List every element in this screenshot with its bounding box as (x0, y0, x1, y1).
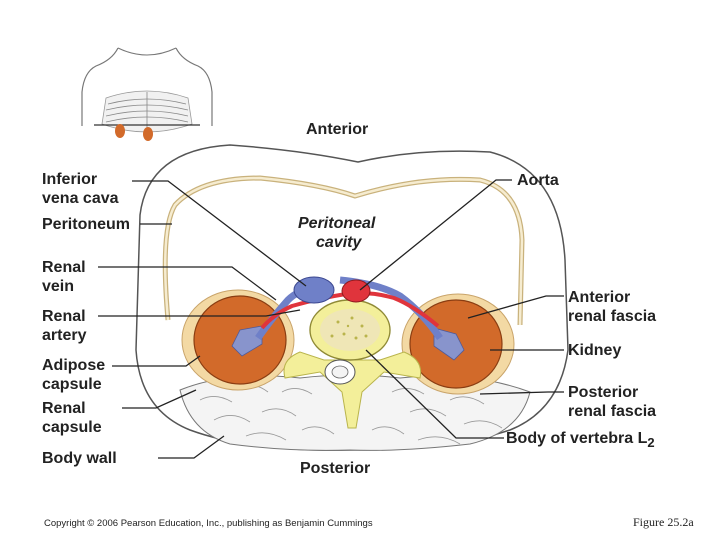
label-renal-vein-line2: vein (42, 278, 74, 295)
right-kidney-thumb (143, 127, 153, 141)
label-renal-capsule-line2: capsule (42, 419, 102, 436)
label-renal-capsule-line1: Renal (42, 400, 86, 417)
inferior-vena-cava (293, 276, 335, 304)
label-kidney: Kidney (568, 342, 621, 359)
copyright-notice: Copyright © 2006 Pearson Education, Inc.… (44, 518, 373, 529)
label-peritoneal-cavity-line2: cavity (316, 234, 362, 251)
label-anterior-renal-fascia-line1: Anterior (568, 289, 630, 306)
cross-section (135, 144, 569, 451)
torso-thumbnail (81, 47, 213, 141)
label-renal-vein-line1: Renal (42, 259, 86, 276)
leader-lines (98, 179, 564, 459)
label-posterior-renal-fascia-line1: Posterior (568, 384, 638, 401)
label-inferior-vena-cava-line2: vena cava (42, 190, 119, 207)
label-inferior-vena-cava-line1: Inferior (42, 171, 97, 188)
vertebral-processes (283, 351, 422, 429)
label-vertebra-subscript: 2 (647, 435, 654, 450)
left-kidney-thumb (115, 124, 125, 138)
label-adipose-capsule-line1: Adipose (42, 357, 105, 374)
label-body-of-vertebra: Body of vertebra L2 (506, 430, 655, 450)
label-aorta: Aorta (517, 172, 559, 189)
label-posterior: Posterior (300, 460, 370, 477)
label-posterior-renal-fascia-line2: renal fascia (568, 403, 656, 420)
aorta (341, 279, 371, 303)
label-peritoneum: Peritoneum (42, 216, 130, 233)
label-renal-artery-line2: artery (42, 327, 87, 344)
label-body-wall: Body wall (42, 450, 117, 467)
figure-number: Figure 25.2a (633, 515, 694, 529)
label-anterior-renal-fascia-line2: renal fascia (568, 308, 656, 325)
spinal-cord (331, 365, 349, 379)
label-peritoneal-cavity-line1: Peritoneal (298, 215, 376, 232)
label-adipose-capsule-line2: capsule (42, 376, 102, 393)
label-anterior: Anterior (306, 121, 368, 138)
label-renal-artery-line1: Renal (42, 308, 86, 325)
